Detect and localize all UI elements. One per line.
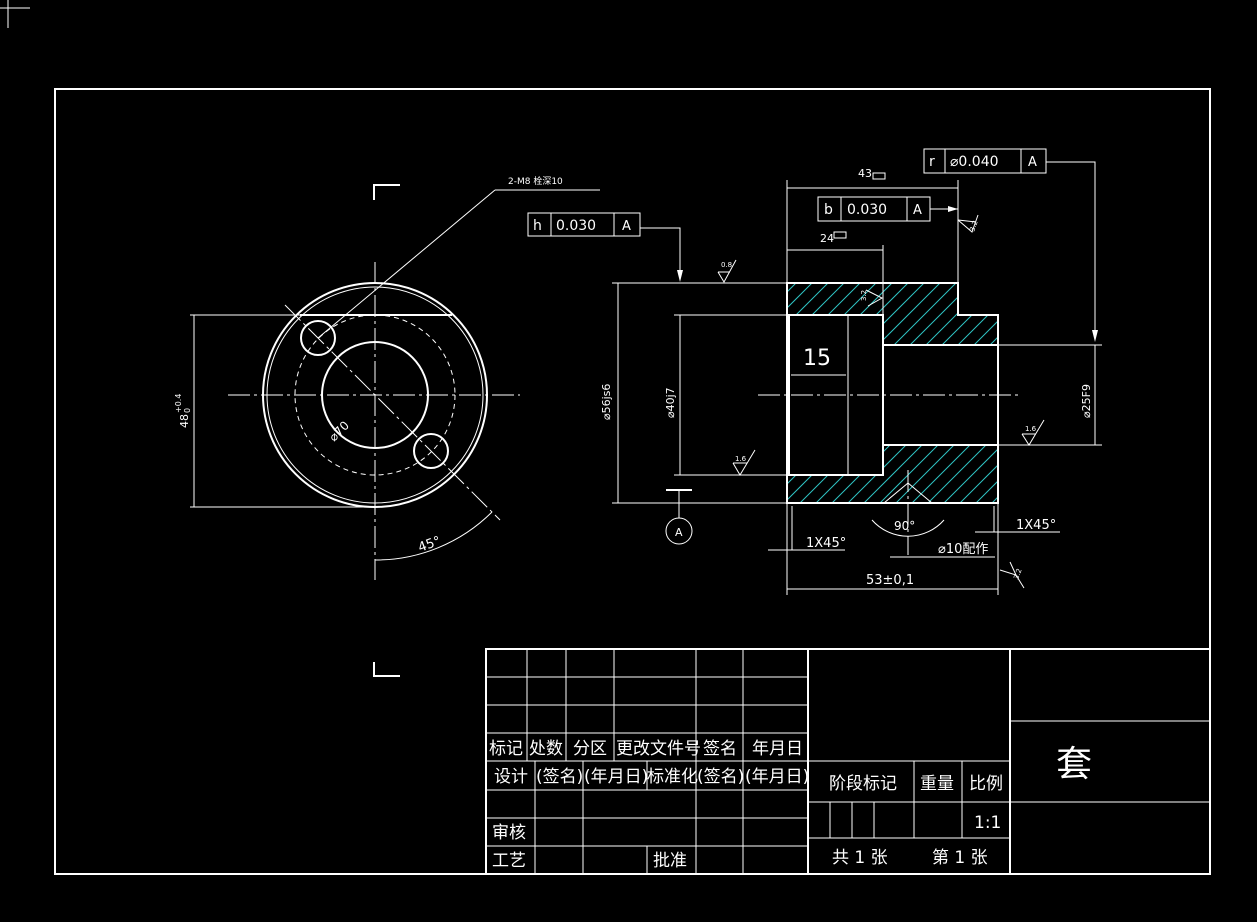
hatch-line (885, 283, 998, 503)
title-block: 标记 处数 分区 更改文件号 签名 年月日 设计 (签名) (年月日) 标准化 … (485, 648, 1211, 875)
svg-text:0.8: 0.8 (721, 261, 732, 269)
diag-centerline (284, 304, 501, 521)
svg-text:A: A (622, 219, 631, 234)
hatch-line (997, 283, 998, 503)
dim-25: ⌀25F9 (1080, 384, 1093, 418)
dim-90: 90° (894, 519, 915, 533)
section-marker-bottom (373, 662, 400, 677)
tb-stage: 阶段标记 (829, 774, 897, 794)
section-view: 43 24 15 ⌀56js6 ⌀40j7 ⌀25F9 r ⌀0.040 A (600, 148, 1102, 595)
hatch-line (901, 283, 998, 503)
roughness-symbol-4: 3.2 (957, 214, 980, 233)
angle-90-arc (871, 519, 945, 537)
svg-text:1.6: 1.6 (1025, 425, 1037, 433)
thread-callout: 2-M8 栓深10 (508, 175, 563, 187)
tol-box-43 (872, 172, 886, 180)
bolt-hole-1 (300, 320, 336, 356)
tb-standard-date: (年月日) (745, 767, 809, 787)
tb-header-zone: 分区 (573, 739, 607, 759)
dim-24: 24 (820, 232, 834, 245)
tb-header-count: 处数 (529, 739, 563, 759)
tb-review: 审核 (492, 823, 526, 843)
tb-header-doc: 更改文件号 (616, 739, 701, 759)
tb-design: 设计 (494, 767, 528, 787)
angle-arc (374, 511, 493, 561)
bolt-hole-2 (413, 433, 449, 469)
roughness-symbol-3: 1.6 (1021, 419, 1045, 446)
ucs-crosshair-icon (0, 0, 30, 28)
roughness-symbol-2: 1.6 (732, 449, 756, 476)
svg-text:0.030: 0.030 (847, 202, 887, 218)
dim-height-tol-upper: +0.4 (174, 394, 183, 413)
section-marker-top (373, 184, 400, 200)
tb-design-sign: (签名) (536, 767, 583, 787)
chamfer-left: 1X45° (806, 536, 846, 551)
height-dim-group: 48 +0.4 0 (174, 394, 192, 428)
svg-text:h: h (533, 218, 542, 234)
tb-scale: 比例 (969, 774, 1003, 794)
hatch-line (787, 283, 845, 503)
svg-text:b: b (824, 202, 833, 218)
dim-height: 48 (178, 414, 191, 428)
tb-sheets-total: 共 1 张 (832, 848, 888, 868)
svg-text:⌀0.040: ⌀0.040 (950, 154, 999, 170)
svg-text:r: r (929, 154, 935, 170)
svg-text:A: A (913, 203, 922, 218)
tb-header-mark: 标记 (489, 739, 523, 759)
dim-43: 43 (858, 167, 872, 180)
tol-box-24 (833, 231, 847, 239)
tb-header-date: 年月日 (752, 739, 803, 759)
hatch-line (933, 283, 998, 503)
hatch-line (917, 283, 998, 503)
tb-header-sign: 签名 (703, 739, 737, 759)
svg-text:3.2: 3.2 (968, 219, 979, 232)
hatch-line (787, 283, 829, 503)
chamfer-right: 1X45° (1016, 518, 1056, 533)
dim-pin: ⌀10配作 (938, 542, 988, 557)
tb-approve: 批准 (653, 851, 687, 871)
dim-length: 53±0,1 (866, 573, 914, 588)
roughness-symbol-6: 3.2 (999, 561, 1025, 589)
hatch-line (787, 283, 893, 503)
datum-circle (665, 517, 693, 545)
tolerance-frame-r: r ⌀0.040 A (923, 148, 1098, 342)
hatch-line (787, 283, 813, 503)
roughness-symbol-1: 0.8 (717, 259, 737, 284)
svg-text:0.030: 0.030 (556, 218, 596, 234)
tb-standard: 标准化 (647, 767, 698, 787)
tb-sheet-current: 第 1 张 (932, 848, 988, 868)
dim-40: ⌀40j7 (664, 387, 677, 418)
svg-text:3.2: 3.2 (860, 290, 868, 301)
dim-56: ⌀56js6 (600, 384, 613, 420)
tb-weight: 重量 (920, 774, 954, 794)
roughness-symbol-5: 3.2 (860, 289, 884, 307)
svg-text:1.6: 1.6 (735, 455, 747, 463)
svg-text:3.2: 3.2 (1012, 567, 1023, 580)
tb-scale-value: 1:1 (974, 813, 1001, 833)
thread-leader (317, 189, 496, 339)
tb-process: 工艺 (492, 851, 526, 871)
tolerance-frame-b: b 0.030 A (817, 196, 958, 222)
datum-label: A (675, 526, 683, 539)
svg-text:A: A (1028, 155, 1037, 170)
tb-standard-sign: (签名) (697, 767, 744, 787)
tb-part-name: 套 (1056, 744, 1092, 785)
dim-15: 15 (803, 346, 831, 371)
tb-design-date: (年月日) (584, 767, 648, 787)
section-hatch (787, 283, 998, 503)
tolerance-frame-h: h 0.030 A (527, 212, 683, 282)
front-view: 2-M8 栓深10 48 +0.4 0 ⌀70 45° h 0.030 A (174, 175, 683, 677)
hatch-line (981, 283, 998, 503)
hatch-line (949, 283, 998, 503)
dim-angle: 45° (416, 534, 443, 556)
dim-height-tol-lower: 0 (183, 408, 192, 413)
